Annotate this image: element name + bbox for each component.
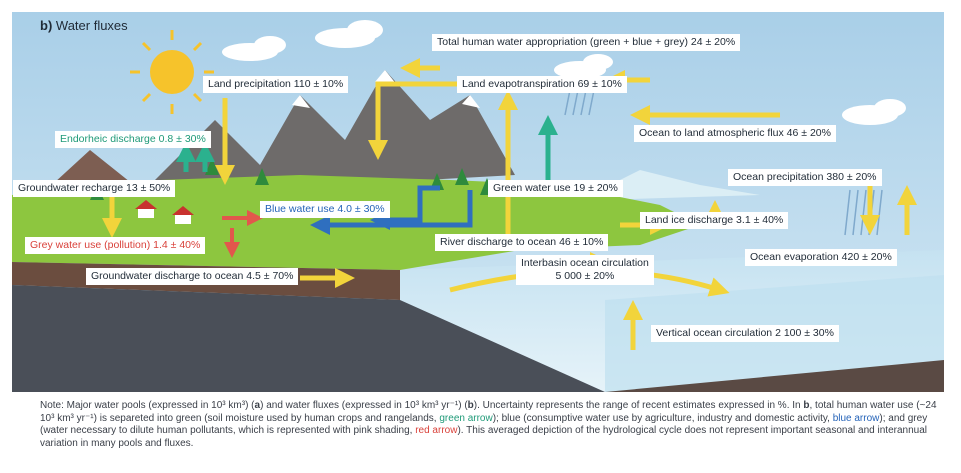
vertical-ocean-circulation-label: Vertical ocean circulation 2 100 ± 30% <box>651 325 839 342</box>
blue-arrow <box>310 185 473 235</box>
blue-water-use-label: Blue water use 4.0 ± 30% <box>260 201 390 218</box>
cloud-icon <box>222 20 906 125</box>
note-text-2: ) and water fluxes (expressed in 10³ km³… <box>260 400 468 411</box>
note-text-4: , total human water use (~24 10³ km³ yr⁻… <box>40 400 937 424</box>
note-ref-b2: b <box>803 400 810 411</box>
house-icon <box>135 200 194 224</box>
red-arrow <box>222 210 263 258</box>
note-red-arrow: red arrow <box>415 425 458 436</box>
figure-note: Note: Major water pools (expressed in 10… <box>40 400 945 450</box>
ocean-to-land-flux-label: Ocean to land atmospheric flux 46 ± 20% <box>634 125 836 142</box>
ocean-precipitation-label: Ocean precipitation 380 ± 20% <box>728 169 882 186</box>
panel-letter: b) <box>40 18 53 33</box>
land-ice-discharge-label: Land ice discharge 3.1 ± 40% <box>640 212 789 229</box>
interbasin-line-2: 5 000 ± 20% <box>555 270 615 282</box>
seafloor <box>605 360 944 392</box>
grey-water-use-label: Grey water use (pollution) 1.4 ± 40% <box>25 237 206 254</box>
sun-icon <box>130 30 214 114</box>
groundwater-discharge-label: Groundwater discharge to ocean 4.5 ± 70% <box>86 268 299 285</box>
note-text-7: ). This averaged depiction of the hydrol… <box>40 425 927 449</box>
interbasin-line-1: Interbasin ocean circulation <box>521 257 649 269</box>
total-human-appropriation-label: Total human water appropriation (green +… <box>432 34 741 51</box>
endorheic-discharge-label: Endorheic discharge 0.8 ± 30% <box>55 131 211 148</box>
river-discharge-label: River discharge to ocean 46 ± 10% <box>435 234 609 251</box>
note-ref-a: a <box>254 400 261 411</box>
panel-title-text: Water fluxes <box>55 18 128 33</box>
green-water-use-label: Green water use 19 ± 20% <box>488 180 623 197</box>
note-ref-b: b <box>467 400 474 411</box>
panel-title: b) Water fluxes <box>40 18 128 33</box>
bedrock <box>12 285 605 392</box>
note-text-5: ); blue (consumptive water use by agricu… <box>492 412 833 424</box>
note-text-6: ); and grey (water necessary to dilute h… <box>40 412 928 437</box>
green-arrow <box>176 115 558 180</box>
note-text-1: Note: Major water pools (expressed in 10… <box>40 400 255 411</box>
note-blue-arrow: blue arrow <box>832 412 880 424</box>
land-precipitation-label: Land precipitation 110 ± 10% <box>203 76 349 93</box>
groundwater-recharge-label: Groundwater recharge 13 ± 50% <box>13 180 176 197</box>
land-evapotranspiration-label: Land evapotranspiration 69 ± 10% <box>457 76 627 93</box>
ocean-evaporation-label: Ocean evaporation 420 ± 20% <box>745 249 897 266</box>
note-green-arrow: green arrow <box>439 412 493 424</box>
note-text-3: ). Uncertainty represents the range of r… <box>473 400 804 411</box>
